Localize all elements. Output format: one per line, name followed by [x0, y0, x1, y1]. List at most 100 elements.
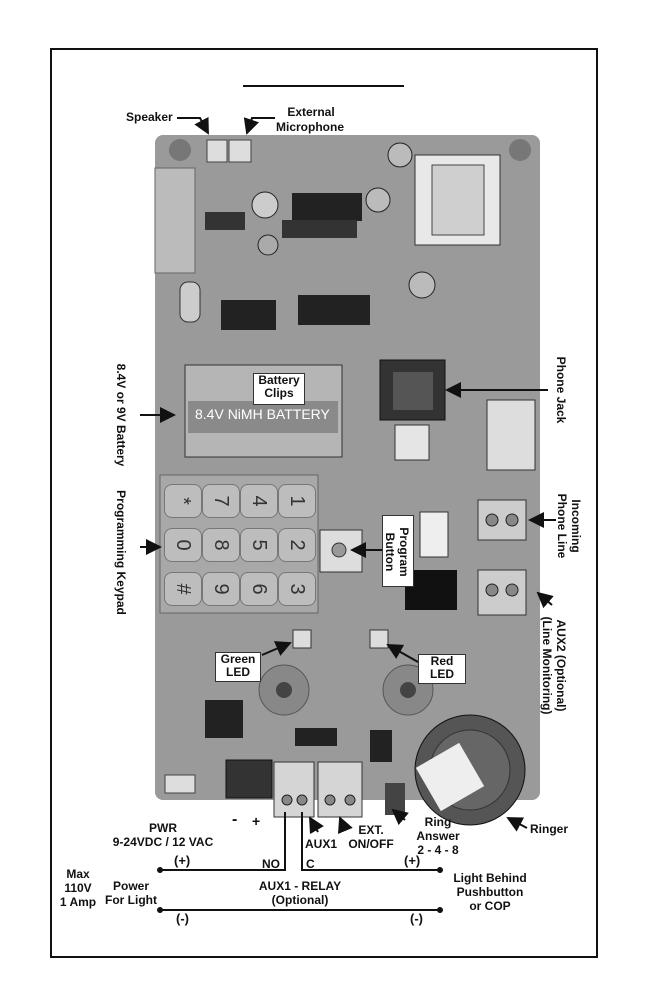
keypad-key[interactable]: 4 [240, 484, 278, 518]
battery-clips-line-2: Clips [264, 386, 294, 400]
no-label: NO [262, 857, 280, 871]
microcontroller [205, 700, 243, 738]
aux2-arrow [536, 591, 554, 609]
aux1-terminal [273, 761, 315, 818]
red-led-line-2: LED [430, 667, 454, 681]
capacitor [408, 271, 436, 299]
plus-right: (+) [404, 853, 421, 868]
power-label-1: Power [112, 879, 149, 893]
green-led [292, 629, 312, 649]
ring-label-1: Ring [424, 815, 452, 829]
ringer-arrow [506, 817, 528, 832]
green-led-label: Green LED [215, 652, 261, 682]
chip [370, 730, 392, 762]
chip [221, 300, 276, 330]
light-label-3: or COP [469, 899, 511, 913]
keypad-key[interactable]: 7 [202, 484, 240, 518]
battery-clips-label: Battery Clips [253, 373, 305, 405]
mount-hole [509, 139, 531, 161]
chip [282, 220, 357, 238]
ext-terminal [317, 761, 363, 818]
incoming-label-2: Phone Line [555, 493, 569, 559]
aux1-relay-label-1: AUX1 - RELAY [258, 879, 342, 893]
aux2-terminal [477, 569, 527, 616]
ext-label-2: ON/OFF [348, 837, 394, 851]
light-label-1: Light Behind [453, 871, 527, 885]
minus-left: (-) [176, 911, 189, 926]
diagram-frame [50, 48, 598, 958]
speaker-label: Speaker [126, 110, 173, 124]
pwr-terminal [225, 759, 273, 799]
pwr-label: PWR [149, 821, 177, 835]
ring-label-3: 2 - 4 - 8 [417, 843, 459, 857]
power-label-2: For Light [105, 893, 157, 907]
minus-right: (-) [410, 911, 423, 926]
keypad-key[interactable]: * [164, 484, 202, 518]
pwr-spec-label: 9-24VDC / 12 VAC [112, 835, 214, 849]
aux2-label-2: (Line Monitoring) [540, 616, 554, 715]
battery-clips-line-1: Battery [258, 373, 300, 387]
ext-mic-label-1: External [287, 105, 335, 119]
program-button-label [382, 515, 414, 587]
max-label-2: 110V [64, 881, 92, 895]
connector [164, 774, 196, 794]
battery-text: 8.4V NiMH BATTERY [195, 406, 330, 422]
telco-terminal [477, 499, 527, 541]
ringer-label: Ringer [530, 822, 569, 836]
ext-arrow [338, 816, 353, 834]
chip [295, 728, 337, 746]
aux1-arrow [309, 816, 324, 835]
pwr-minus: - [232, 811, 238, 828]
keypad-key[interactable]: 0 [164, 528, 202, 562]
keypad-key[interactable]: 2 [278, 528, 316, 562]
pwr-plus: + [252, 813, 261, 829]
program-button-line-1: Program [397, 527, 411, 577]
model-sticker [154, 167, 196, 274]
green-led-line-1: Green [220, 652, 256, 666]
mount-hole [169, 139, 191, 161]
program-button-line-2: Button [383, 532, 397, 572]
ext-label-1: EXT. [358, 823, 384, 837]
ext-mic-label-2: Microphone [276, 120, 344, 134]
component [394, 424, 430, 461]
ring-label-2: Answer [416, 829, 460, 843]
capacitor [387, 142, 413, 168]
keypad-key[interactable]: 6 [240, 572, 278, 606]
chip [292, 193, 362, 221]
red-led-arrow [386, 644, 419, 663]
keypad-key[interactable]: 1 [278, 484, 316, 518]
speaker-connector [206, 139, 228, 163]
battery-side-label: 8.4V or 9V Battery [114, 363, 128, 467]
aux2-label-1: AUX2 (Optional) [554, 619, 568, 712]
keypad-key[interactable]: 8 [202, 528, 240, 562]
component [419, 511, 449, 558]
speaker-arrow [177, 116, 209, 135]
capacitor [257, 234, 279, 256]
red-led-line-1: Red [430, 654, 454, 668]
c-wire [301, 812, 440, 871]
light-label-2: Pushbutton [456, 885, 524, 899]
circuit-board [155, 135, 540, 800]
mic-connector [228, 139, 252, 163]
chip [298, 295, 370, 325]
ring-answer-arrow [391, 808, 409, 826]
mic-arrow [243, 117, 275, 135]
red-led-label: Red LED [418, 654, 466, 684]
aux1-relay-label-2: (Optional) [271, 893, 329, 907]
capacitor [251, 191, 279, 219]
green-led-arrow [261, 641, 292, 656]
program-button [331, 542, 347, 558]
keypad-key[interactable]: 9 [202, 572, 240, 606]
max-label-1: Max [66, 867, 90, 881]
keypad-key[interactable]: # [164, 572, 202, 606]
ring-answer-jumper [385, 783, 405, 815]
keypad-key[interactable]: 5 [240, 528, 278, 562]
green-led-line-2: LED [226, 665, 250, 679]
keypad-label: Programming Keypad [114, 490, 128, 615]
phone-jack-label: Phone Jack [554, 356, 568, 424]
keypad-key[interactable]: 3 [278, 572, 316, 606]
incoming-label-1: Incoming [569, 499, 583, 553]
aux1-label: AUX1 [305, 837, 338, 851]
crystal [179, 281, 201, 323]
